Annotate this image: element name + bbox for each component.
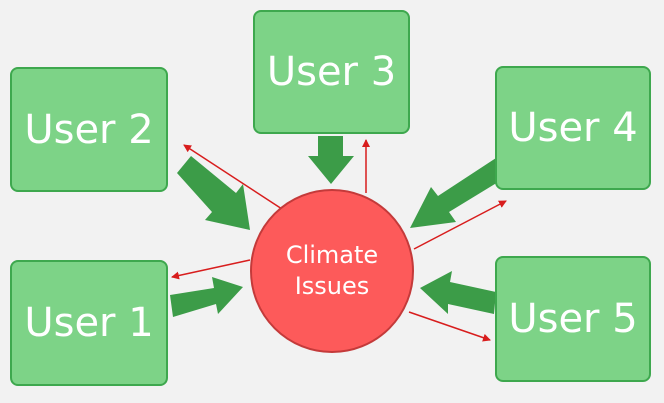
input-arrow-user2 [177, 156, 250, 230]
climate-issues-line-1: Climate [285, 240, 379, 269]
user-4-label: User 4 [508, 105, 638, 151]
feedback-arrow-user1 [171, 259, 251, 280]
feedback-arrow-user5 [408, 311, 491, 342]
user-5-box: User 5 [495, 256, 651, 382]
climate-issues-line-2: Issues [294, 272, 370, 300]
input-arrow-user1 [170, 277, 243, 317]
user-3-box: User 3 [253, 10, 410, 134]
user-1-label: User 1 [24, 300, 154, 346]
input-arrow-user3 [308, 136, 354, 184]
user-2-label: User 2 [24, 106, 154, 153]
feedback-arrow-user2 [183, 144, 283, 210]
feedback-arrow-user4 [413, 200, 507, 250]
input-arrow-user4 [410, 158, 508, 228]
user-1-box: User 1 [10, 260, 168, 386]
user-4-box: User 4 [495, 66, 651, 190]
user-3-label: User 3 [266, 49, 397, 95]
climate-issues-circle: Climate Issues [250, 189, 414, 353]
input-arrow-user5 [420, 271, 496, 314]
user-2-box: User 2 [10, 67, 168, 192]
user-5-label: User 5 [508, 296, 638, 342]
